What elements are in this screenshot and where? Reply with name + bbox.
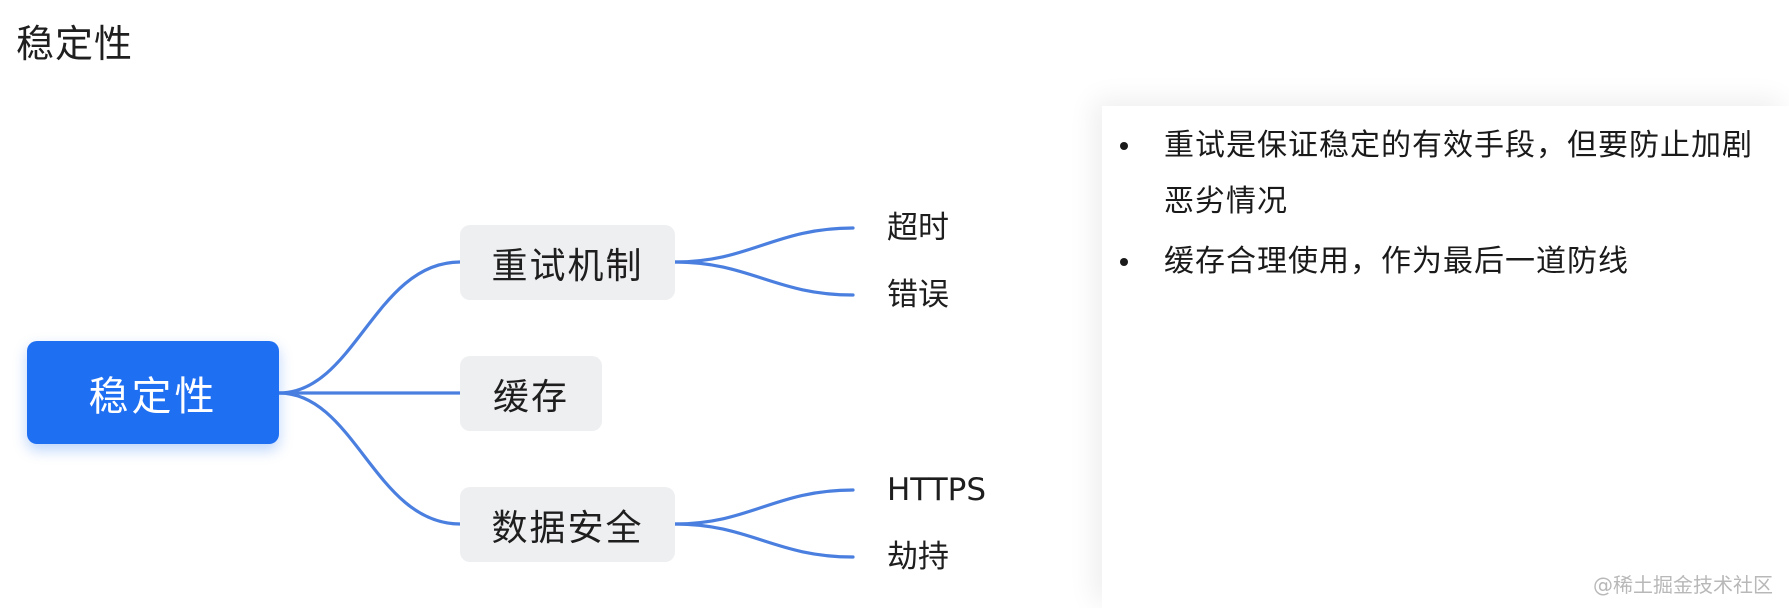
leaf-timeout[interactable]: 超时 [887, 210, 949, 246]
connector-secure-hijack [673, 522, 855, 559]
note-item: 重试是保证稳定的有效手段，但要防止加剧恶劣情况 [1120, 118, 1764, 230]
connector-secure-https [673, 488, 855, 526]
watermark: @稀土掘金技术社区 [1593, 573, 1773, 597]
mindmap-root-node[interactable]: 稳定性 [27, 341, 279, 444]
connector-root-secure [277, 391, 462, 526]
branch-node-retry[interactable]: 重试机制 [460, 225, 675, 300]
leaf-hijack[interactable]: 劫持 [887, 539, 949, 575]
connector-retry-error [673, 260, 855, 297]
leaf-error[interactable]: 错误 [887, 277, 949, 313]
bullet-dot [1120, 258, 1128, 266]
notes-panel: 重试是保证稳定的有效手段，但要防止加剧恶劣情况 缓存合理使用，作为最后一道防线 [1102, 106, 1789, 608]
page-title: 稳定性 [16, 22, 134, 66]
branch-node-cache[interactable]: 缓存 [460, 356, 602, 431]
bullet-dot [1120, 142, 1128, 150]
note-item: 缓存合理使用，作为最后一道防线 [1120, 234, 1764, 290]
note-text: 重试是保证稳定的有效手段，但要防止加剧恶劣情况 [1164, 128, 1753, 219]
branch-node-data-security[interactable]: 数据安全 [460, 487, 675, 562]
connector-root-retry [277, 260, 462, 395]
connector-retry-timeout [673, 226, 855, 264]
note-text: 缓存合理使用，作为最后一道防线 [1164, 244, 1629, 279]
leaf-https[interactable]: HTTPS [887, 472, 987, 508]
